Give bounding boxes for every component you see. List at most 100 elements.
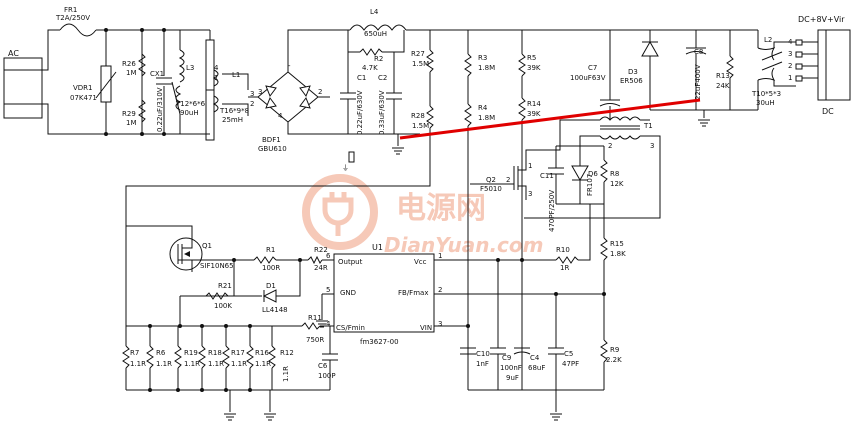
inductor-l4: L4 650uH xyxy=(340,8,666,38)
c10-label: C10 xyxy=(476,350,490,358)
connector-pin-3: 3 xyxy=(788,50,792,58)
d3-label: D3 xyxy=(628,68,638,76)
input-wiring xyxy=(42,28,181,136)
l1-value: T16*9*8 xyxy=(219,107,249,115)
resistor-r26: R26 1M xyxy=(122,53,146,77)
d6-value: FR107 xyxy=(586,174,594,196)
inductor-l3: L3 T12*6*6 90uH xyxy=(171,49,206,117)
capacitor-c6: C6 100P xyxy=(318,326,338,390)
l1-pin2: 2 xyxy=(250,100,254,108)
c5-label: C5 xyxy=(564,350,573,358)
watermark: 电源网 DianYuan.com xyxy=(302,174,543,257)
c2-label: C2 xyxy=(378,74,387,82)
l3-label: L3 xyxy=(186,64,194,72)
c9-label: C9 xyxy=(502,354,511,362)
r9-label: R9 xyxy=(610,346,619,354)
c1-value: 0.22uF/630V xyxy=(356,90,364,135)
diode-d1: D1 LL4148 xyxy=(234,282,288,314)
resistor-r9: R9 2.2K xyxy=(600,339,622,390)
l3-value2: 90uH xyxy=(180,109,199,117)
capacitor-c7: C7 100uF63V xyxy=(570,30,621,120)
c2-value: 0.33uF/630V xyxy=(378,90,386,135)
c4-label: C4 xyxy=(530,354,540,362)
capacitor-c10: C10 1nF xyxy=(460,347,490,368)
r11-label: R11 xyxy=(308,314,322,322)
resistor-r28: R28 1.5M xyxy=(125,72,434,326)
resistor-r10: R10 1R xyxy=(555,204,591,272)
capacitor-c1: C1 0.22uF/630V xyxy=(340,30,366,135)
r15-label: R15 xyxy=(610,240,624,248)
r11-value: 750R xyxy=(306,336,324,344)
c10-value: 1nF xyxy=(476,360,489,368)
u1-label: U1 xyxy=(372,243,383,252)
c4-value: 68uF xyxy=(528,364,545,372)
inductor-l2: L2 T10*5*3 30uH xyxy=(751,30,796,110)
r3-value: 1.8M xyxy=(478,64,495,72)
c11-label: C11 xyxy=(540,172,554,180)
bdf1-value: GBU610 xyxy=(258,145,287,153)
capacitor-c5: C5 47PF xyxy=(548,347,579,390)
r14-value: 39K xyxy=(527,110,541,118)
bdf1-pin4: 4 xyxy=(278,112,283,120)
fr1-value: T2A/250V xyxy=(55,14,90,22)
r2-value: 4.7K xyxy=(362,64,378,72)
r18-label: R18 xyxy=(208,349,222,357)
earth-mark: ⏚ xyxy=(342,164,349,172)
r18-value: 1.1R xyxy=(208,360,224,368)
u1-pin2-num: 2 xyxy=(438,286,442,294)
c9-value: 100nF xyxy=(500,364,522,372)
resistor-r1: R1 100R xyxy=(253,246,298,272)
watermark-en: DianYuan.com xyxy=(384,233,543,257)
bdf1-pin3: 3 xyxy=(258,88,262,96)
r16-label: R16 xyxy=(255,349,269,357)
fuse-fr1: FR1 T2A/250V xyxy=(55,6,97,37)
r19-label: R19 xyxy=(184,349,198,357)
c11-value: 470PF/250V xyxy=(548,190,556,232)
l4-value: 650uH xyxy=(364,30,387,38)
u1-pin1-num: 1 xyxy=(438,252,442,260)
l2-value: T10*5*3 xyxy=(751,90,781,98)
resistor-r22: R22 24R xyxy=(307,246,328,272)
l1-pin4: 4 xyxy=(214,64,219,72)
l3-value: T12*6*6 xyxy=(175,100,206,108)
q1-value: SIF10N65 xyxy=(200,262,234,270)
fr1-label: FR1 xyxy=(64,6,77,14)
cx1-value: 0.22uF/310V xyxy=(156,87,164,132)
q2-pin2: 2 xyxy=(506,176,510,184)
r13-label: R13 xyxy=(716,72,730,80)
resistor-r14: R14 39K xyxy=(518,76,541,390)
q2-pin3: 3 xyxy=(528,190,532,198)
r27-value: 1.5M xyxy=(412,60,429,68)
watermark-cn: 电源网 xyxy=(396,191,486,226)
cx1-label: CX1 xyxy=(150,70,164,78)
r3-label: R3 xyxy=(478,54,487,62)
r15-value: 1.8K xyxy=(610,250,626,258)
bulk-ground: ⏚ xyxy=(340,133,420,172)
r5-value: 39K xyxy=(527,64,541,72)
bridge-rectifier-bdf1: - 3 2 4 BDF1 GBU610 xyxy=(248,29,340,153)
capacitor-cx1: CX1 0.22uF/310V xyxy=(150,70,173,132)
dc-label: DC xyxy=(822,107,834,116)
vdr1-label: VDR1 xyxy=(73,84,93,92)
r7-value: 1.1R xyxy=(130,360,146,368)
r12-value: 1.1R xyxy=(282,366,290,382)
resistor-r4: R4 1.8M xyxy=(464,76,495,390)
mosfet-q2: Q2 F5010 2 1 3 xyxy=(470,119,600,200)
common-mode-choke-l1: L1 4 1 3 2 T16*9*8 25mH xyxy=(180,29,254,141)
varistor-vdr1: VDR1 07K471 xyxy=(70,65,117,103)
bdf1-minus: - xyxy=(288,62,291,70)
u1-pin-output: Output xyxy=(338,258,363,266)
u1-pin-cs: CS/Fmin xyxy=(336,324,365,332)
r7-label: R7 xyxy=(130,349,139,357)
ic-u1: U1 Output Vcc GND FB/Fmax CS/Fmin VIN fm… xyxy=(326,243,442,346)
c7-value: 100uF63V xyxy=(570,74,606,82)
d1-label: D1 xyxy=(266,282,276,290)
u1-pin-vcc: Vcc xyxy=(414,258,427,266)
r21-label: R21 xyxy=(218,282,232,290)
r4-value: 1.8M xyxy=(478,114,495,122)
capacitor-c8: C8 22uF400V xyxy=(685,30,707,110)
diode-d3: D3 ER506 xyxy=(620,30,659,110)
d3-value: ER506 xyxy=(620,77,643,85)
r12-label: R12 xyxy=(280,349,294,357)
